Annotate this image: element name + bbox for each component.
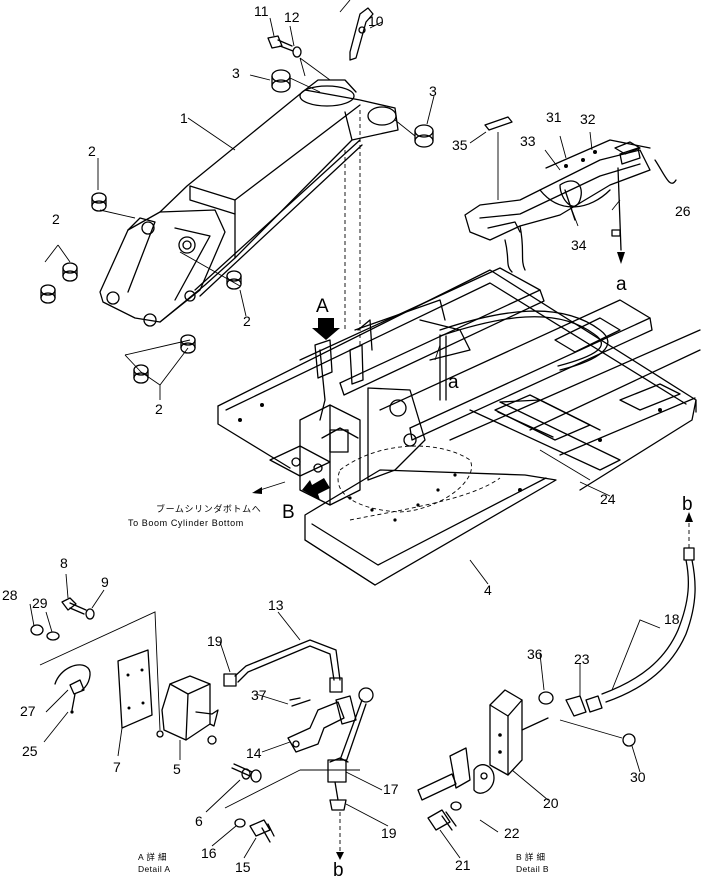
detail-a-jp: A 詳 細 xyxy=(138,852,167,862)
arrow-b xyxy=(302,478,330,500)
callout-labels: 1 2 2 2 2 3 3 4 5 6 7 8 9 10 11 12 13 14… xyxy=(2,3,693,878)
callout-32: 32 xyxy=(580,111,596,127)
ref-small-b: b xyxy=(682,494,693,515)
ref-small-b: b xyxy=(333,860,344,878)
callout-10: 10 xyxy=(368,13,384,29)
bushing-large xyxy=(414,124,434,148)
callout-1: 1 xyxy=(180,110,188,126)
detail-b-en: Detail B xyxy=(516,864,549,874)
top-hardware xyxy=(267,0,374,81)
callout-28: 28 xyxy=(2,587,18,603)
callout-16: 16 xyxy=(201,845,217,861)
callout-5: 5 xyxy=(173,761,181,777)
callout-13: 13 xyxy=(268,597,284,613)
callout-29: 29 xyxy=(32,595,48,611)
arrow-a xyxy=(312,318,340,340)
revolving-frame xyxy=(217,267,701,586)
callout-37: 37 xyxy=(251,687,267,703)
callout-3: 3 xyxy=(232,65,240,81)
bushings xyxy=(40,69,434,386)
callout-17: 17 xyxy=(383,781,399,797)
callout-14: 14 xyxy=(246,745,262,761)
leader-lines xyxy=(29,17,661,859)
callout-2: 2 xyxy=(88,143,96,159)
callout-33: 33 xyxy=(520,133,536,149)
bushing xyxy=(226,270,242,290)
callout-18: 18 xyxy=(664,611,680,627)
bushing xyxy=(40,284,56,304)
callout-2: 2 xyxy=(155,401,163,417)
hose-13 xyxy=(223,639,343,693)
callout-36: 36 xyxy=(527,646,543,662)
callout-11: 11 xyxy=(254,3,269,19)
view-arrows xyxy=(252,318,340,500)
ref-letter-b: B xyxy=(282,502,295,523)
callout-34: 34 xyxy=(571,237,587,253)
callout-9: 9 xyxy=(101,574,109,590)
ref-small-a: a xyxy=(448,372,459,393)
bushing xyxy=(180,334,196,354)
console-assembly xyxy=(434,116,677,361)
callout-25: 25 xyxy=(22,743,38,759)
note-en: To Boom Cylinder Bottom xyxy=(128,518,244,528)
callout-21: 21 xyxy=(455,857,471,873)
ref-letter-a: A xyxy=(316,296,329,317)
callout-2: 2 xyxy=(243,313,251,329)
callout-7: 7 xyxy=(113,759,121,775)
ref-small-a: a xyxy=(616,274,627,295)
detail-b xyxy=(417,512,696,831)
callout-19: 19 xyxy=(207,633,223,649)
callout-31: 31 xyxy=(546,109,562,125)
hose-24 xyxy=(439,310,609,481)
callout-22: 22 xyxy=(504,825,520,841)
detail-a xyxy=(30,597,360,843)
callout-15: 15 xyxy=(235,859,251,875)
bushing-large xyxy=(271,69,291,93)
detail-b-jp: B 詳 細 xyxy=(516,852,545,862)
note-jp: ブームシリンダボトムへ xyxy=(156,503,261,514)
bushing xyxy=(91,192,107,212)
bushing xyxy=(62,262,78,282)
callout-30: 30 xyxy=(630,769,646,785)
callout-19: 19 xyxy=(381,825,397,841)
boom-arm xyxy=(99,79,399,327)
callout-26: 26 xyxy=(675,203,691,219)
lever-assembly xyxy=(287,687,374,860)
callout-8: 8 xyxy=(60,555,68,571)
callout-12: 12 xyxy=(284,9,300,25)
detail-a-en: Detail A xyxy=(138,864,171,874)
callout-20: 20 xyxy=(543,795,559,811)
callout-3: 3 xyxy=(429,83,437,99)
bushing xyxy=(133,364,149,384)
callout-35: 35 xyxy=(452,137,468,153)
callout-6: 6 xyxy=(195,813,203,829)
callout-24: 24 xyxy=(600,491,616,507)
callout-4: 4 xyxy=(484,582,492,598)
callout-2: 2 xyxy=(52,211,60,227)
callout-27: 27 xyxy=(20,703,36,719)
callout-23: 23 xyxy=(574,651,590,667)
valve-assembly-on-frame xyxy=(314,110,373,453)
